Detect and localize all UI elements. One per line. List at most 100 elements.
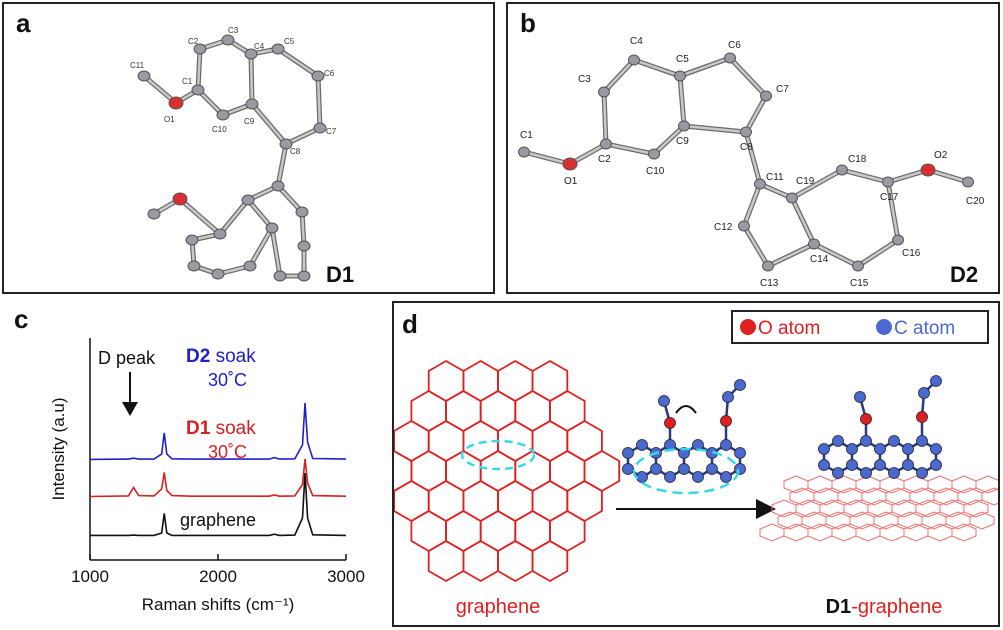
carbon-atom (650, 463, 662, 475)
bond (813, 242, 859, 268)
x-tick-label: 3000 (327, 567, 365, 586)
bond (744, 131, 762, 185)
bond (219, 199, 249, 235)
atom-label: C9 (676, 136, 689, 147)
carbon-atom (187, 260, 201, 272)
carbon-atom (734, 463, 746, 475)
carbon-atom (297, 270, 311, 282)
bond (678, 75, 686, 127)
atom-label: C17 (880, 192, 899, 203)
atom-label: C4 (630, 36, 643, 47)
oxygen-atom (916, 411, 928, 423)
oxygen-atom (920, 163, 936, 177)
rotation-arc (675, 405, 697, 414)
carbon-atom (762, 260, 774, 272)
carbon-atom (636, 439, 648, 451)
carbon-atom (720, 439, 732, 451)
atom-label: C14 (810, 254, 829, 265)
carbon-atom (297, 240, 311, 252)
carbon-atom (674, 70, 686, 82)
graphene-sheet-cell (969, 511, 995, 530)
carbon-atom (882, 176, 894, 188)
atom-label: C18 (848, 154, 867, 165)
atom-label: C11 (130, 61, 145, 70)
atom-label: C5 (284, 37, 295, 46)
bond (791, 168, 843, 200)
atom-label: C20 (966, 196, 985, 207)
oxygen-atom (860, 413, 872, 425)
atom-label: C2 (598, 154, 611, 165)
bond (767, 242, 815, 268)
carbon-atom (265, 222, 279, 234)
carbon-atom (185, 234, 199, 246)
atom-label: O1 (164, 115, 175, 124)
bond (316, 75, 322, 129)
atom-label: C3 (228, 26, 239, 35)
bond (300, 211, 306, 247)
carbon-atom (818, 443, 830, 455)
carbon-atom (892, 234, 904, 246)
atom-label: C9 (244, 117, 255, 126)
carbon-atom (860, 467, 872, 479)
carbon-atom (738, 220, 750, 232)
bond (179, 198, 221, 235)
legend-c-atom-icon (876, 319, 892, 335)
x-axis-label: Raman shifts (cm⁻¹) (142, 595, 295, 614)
graphene-sheet-cell (759, 523, 785, 542)
graphene-sheet-cell (981, 487, 998, 506)
graphene-sheet-cell (951, 523, 977, 542)
carbon-atom (622, 463, 634, 475)
x-tick-label: 1000 (71, 567, 109, 586)
bond (729, 57, 767, 97)
carbon-atom (648, 148, 660, 160)
bond (886, 181, 900, 241)
carbon-atom (678, 120, 690, 132)
bond (633, 58, 681, 78)
carbon-atom (902, 459, 914, 471)
atom-label: C6 (728, 40, 741, 51)
graphene-hexagon (583, 449, 621, 493)
carbon-atom (706, 463, 718, 475)
atom-label: C11 (766, 172, 784, 183)
bond (679, 56, 731, 78)
atom-label: C15 (850, 278, 869, 289)
carbon-atom (295, 206, 309, 218)
carbon-atom (664, 471, 676, 483)
carbon-atom (832, 467, 844, 479)
bond (249, 53, 254, 105)
carbon-atom (874, 443, 886, 455)
carbon-atom (678, 463, 690, 475)
carbon-atom (658, 395, 670, 407)
bond (653, 125, 685, 155)
oxygen-atom (720, 415, 732, 427)
atom-label: C8 (290, 147, 301, 156)
atom-label: C13 (760, 278, 779, 289)
bond (790, 197, 816, 245)
bond (742, 225, 770, 267)
legend-c-atom-label: C atom (894, 318, 955, 339)
carbon-atom (888, 467, 900, 479)
carbon-atom (147, 208, 161, 220)
carbon-atom (221, 34, 235, 46)
atom-label: C16 (902, 248, 921, 259)
carbon-atom (808, 238, 820, 250)
legend-box (731, 310, 989, 344)
bond (270, 227, 282, 277)
carbon-atom (740, 126, 752, 138)
carbon-atom (636, 471, 648, 483)
bond (857, 238, 899, 268)
carbon-atom (720, 471, 732, 483)
atom-label: C12 (714, 222, 733, 233)
panel-label-a: a (16, 8, 31, 38)
carbon-atom (930, 443, 942, 455)
oxygen-atom (168, 96, 184, 110)
carbon-atom (846, 459, 858, 471)
bond (602, 91, 608, 145)
bond (248, 227, 274, 267)
